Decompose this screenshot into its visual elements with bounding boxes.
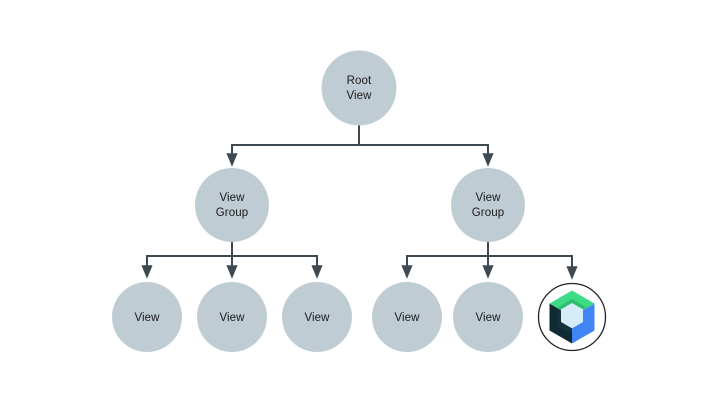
connector-group-level-1 — [226, 125, 494, 167]
compose-logo-center-hexagon — [561, 303, 583, 329]
node-compose[interactable] — [537, 282, 607, 352]
node-root-view[interactable]: Root View — [321, 50, 397, 126]
node-view-leaf-3-circle[interactable] — [282, 282, 352, 352]
node-view-leaf-2[interactable]: View — [197, 282, 267, 352]
node-view-group-right-label-line1: View — [475, 192, 501, 204]
node-view-leaf-1-label: View — [134, 312, 160, 324]
node-view-group-left-label-line1: View — [219, 192, 245, 204]
node-view-leaf-3[interactable]: View — [282, 282, 352, 352]
node-view-leaf-4-circle[interactable] — [372, 282, 442, 352]
node-view-group-right-circle[interactable] — [451, 168, 525, 242]
node-root-view-circle[interactable] — [321, 50, 397, 126]
node-view-leaf-3-label: View — [304, 312, 330, 324]
connector-group-right-branch — [401, 242, 578, 280]
node-view-leaf-2-circle[interactable] — [197, 282, 267, 352]
node-view-leaf-4-label: View — [394, 312, 420, 324]
node-view-leaf-4[interactable]: View — [372, 282, 442, 352]
jetpack-compose-logo — [549, 290, 595, 344]
node-view-leaf-5-label: View — [475, 312, 501, 324]
node-root-view-label-line1: Root — [347, 75, 372, 87]
node-view-group-right[interactable]: View Group — [451, 168, 525, 242]
node-view-leaf-5-circle[interactable] — [453, 282, 523, 352]
node-view-group-left[interactable]: View Group — [195, 168, 269, 242]
node-view-leaf-5[interactable]: View — [453, 282, 523, 352]
node-view-group-right-label-line2: Group — [472, 207, 504, 219]
connector-group-left-branch — [141, 242, 323, 279]
node-view-leaf-1[interactable]: View — [112, 282, 182, 352]
node-root-view-label-line2: View — [346, 90, 372, 102]
node-view-group-left-circle[interactable] — [195, 168, 269, 242]
node-view-leaf-1-circle[interactable] — [112, 282, 182, 352]
node-view-leaf-2-label: View — [219, 312, 245, 324]
node-view-group-left-label-line2: Group — [216, 207, 248, 219]
